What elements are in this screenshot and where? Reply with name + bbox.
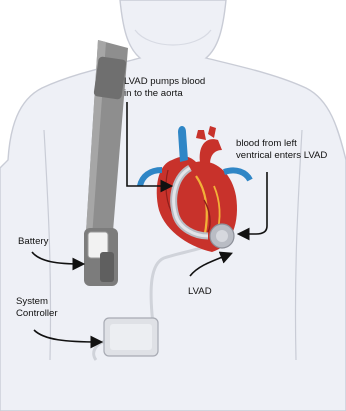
battery <box>84 228 118 286</box>
label-blood-from-left: blood from left ventrical enters LVAD <box>236 138 327 162</box>
label-lvad-pumps: LVAD pumps blood in to the aorta <box>124 76 205 100</box>
label-battery: Battery <box>18 236 48 248</box>
label-system-controller: System Controller <box>16 296 58 320</box>
system-controller <box>104 318 158 356</box>
label-lvad: LVAD <box>188 286 212 298</box>
